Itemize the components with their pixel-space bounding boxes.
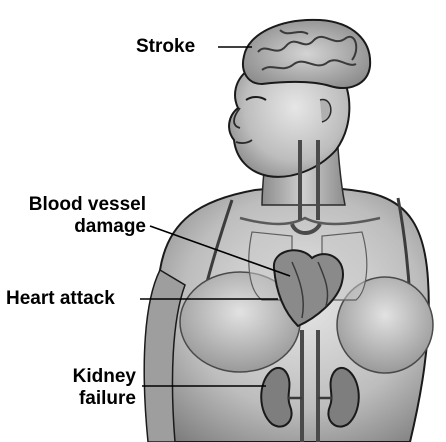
kidney-failure-line-2: failure [73, 388, 136, 410]
heart-attack-label: Heart attack [6, 288, 115, 310]
right-kidney [328, 368, 358, 427]
brain [243, 20, 370, 88]
kidney-failure-label: Kidney failure [73, 366, 136, 410]
blood-vessel-damage-line-2: damage [29, 216, 146, 238]
blood-vessel-damage-line-1: Blood vessel [29, 194, 146, 216]
blood-vessel-damage-label: Blood vessel damage [29, 194, 146, 238]
stroke-label: Stroke [136, 36, 195, 58]
left-kidney [261, 368, 291, 427]
kidney-failure-line-1: Kidney [73, 366, 136, 388]
